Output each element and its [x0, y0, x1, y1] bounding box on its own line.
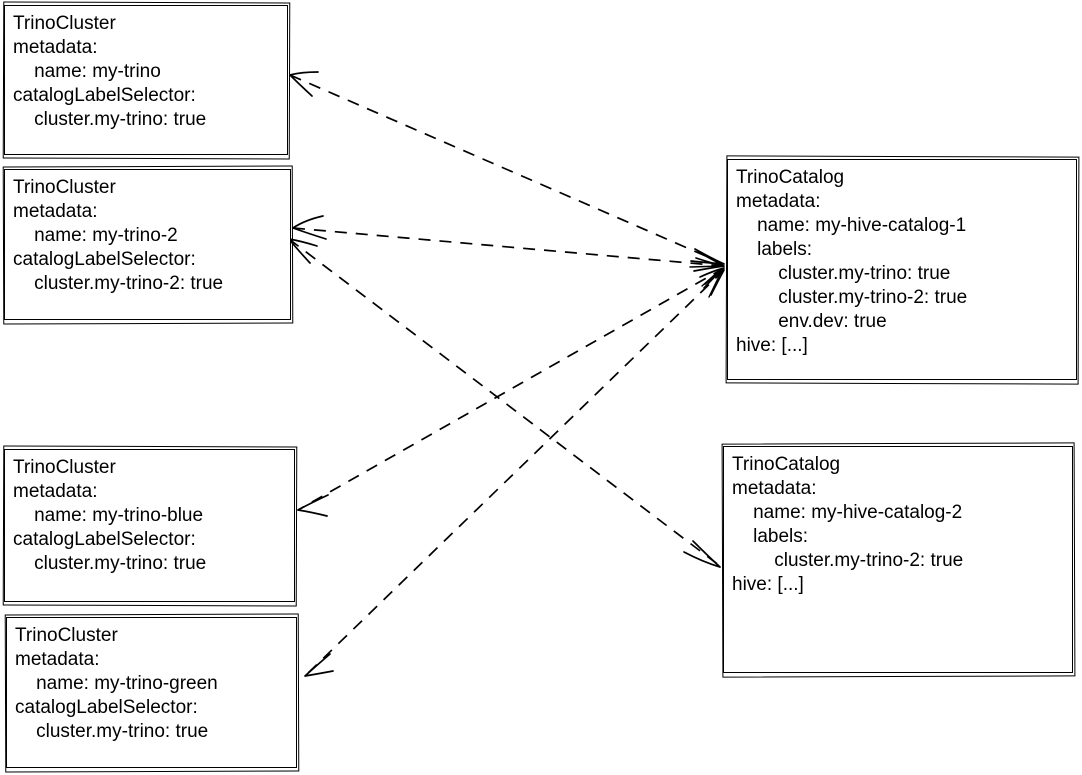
- edge-my-trino-2-catalog2: [288, 238, 721, 568]
- arrowhead-at-my-trino-2-icon: [292, 215, 327, 240]
- node-text-line: name: my-trino: [13, 61, 161, 82]
- node-text-line: catalogLabelSelector:: [13, 249, 196, 270]
- node-text-line: name: my-hive-catalog-1: [736, 215, 967, 236]
- node-text-line: catalogLabelSelector:: [13, 529, 196, 550]
- node-text-line: metadata:: [13, 201, 98, 222]
- edge-line: [289, 74, 725, 265]
- node-text-line: hive: [...]: [736, 335, 808, 356]
- edge-line: [288, 238, 721, 567]
- arrowhead-at-my-trino-green-icon: [304, 653, 334, 677]
- node-text-line: cluster.my-trino-2: true: [736, 287, 968, 308]
- node-text-line: TrinoCatalog: [736, 167, 845, 188]
- node-text-line: catalogLabelSelector:: [15, 697, 198, 718]
- sketch-strokes: [689, 251, 723, 298]
- node-trinocluster-my-trino: TrinoCluster metadata: name: my-trino ca…: [4, 5, 288, 155]
- edge-line: [304, 269, 725, 677]
- arrowhead-at-catalog2-icon: [683, 540, 721, 568]
- node-text-line: cluster.my-trino-2: true: [732, 550, 964, 571]
- node-text-line: metadata:: [15, 649, 100, 670]
- node-text-line: cluster.my-trino: true: [15, 721, 209, 742]
- node-text-line: metadata:: [13, 481, 98, 502]
- node-trinocluster-my-trino-green: TrinoCluster metadata: name: my-trino-gr…: [6, 617, 297, 768]
- node-text-line: name: my-trino-green: [15, 673, 218, 694]
- node-text-line: cluster.my-trino: true: [13, 109, 207, 130]
- node-text-line: cluster.my-trino: true: [13, 553, 207, 574]
- node-trinocluster-my-trino-blue: TrinoCluster metadata: name: my-trino-bl…: [4, 449, 295, 602]
- arrowhead-at-my-trino-blue-icon: [297, 494, 329, 517]
- node-text-line: TrinoCatalog: [732, 454, 841, 475]
- node-text-line: cluster.my-trino-2: true: [13, 273, 224, 294]
- node-text-line: name: my-trino-blue: [13, 505, 204, 526]
- edge-catalog1-my-trino-blue: [297, 267, 725, 517]
- node-text-line: metadata:: [13, 37, 98, 58]
- node-text-line: metadata:: [736, 191, 821, 212]
- edge-line: [292, 227, 725, 267]
- edge-catalog1-my-trino: [289, 71, 725, 265]
- edge-line: [297, 267, 725, 511]
- node-trinocatalog-my-hive-catalog-1: TrinoCatalog metadata: name: my-hive-cat…: [727, 159, 1077, 380]
- edge-catalog1-my-trino-green: [304, 269, 725, 677]
- node-text-line: name: my-hive-catalog-2: [732, 502, 963, 523]
- node-trinocatalog-my-hive-catalog-2: TrinoCatalog metadata: name: my-hive-cat…: [723, 446, 1073, 673]
- node-text-line: TrinoCluster: [13, 177, 116, 198]
- node-text-line: hive: [...]: [732, 574, 804, 595]
- edge-catalog1-my-trino-2: [292, 215, 725, 272]
- node-text-line: env.dev: true: [736, 311, 887, 332]
- arrowhead-at-my-trino-icon: [289, 71, 319, 97]
- node-text-line: TrinoCluster: [13, 457, 116, 478]
- node-text-line: TrinoCluster: [15, 625, 118, 646]
- node-text-line: metadata:: [732, 478, 817, 499]
- node-text-line: cluster.my-trino: true: [736, 263, 951, 284]
- node-text-line: labels:: [736, 239, 813, 260]
- node-text-line: TrinoCluster: [13, 13, 116, 34]
- node-text-line: catalogLabelSelector:: [13, 85, 196, 106]
- arrowhead-at-catalog1-icon: [690, 248, 725, 265]
- node-text-line: labels:: [732, 526, 809, 547]
- node-text-line: name: my-trino-2: [13, 225, 178, 246]
- node-trinocluster-my-trino-2: TrinoCluster metadata: name: my-trino-2 …: [4, 169, 291, 320]
